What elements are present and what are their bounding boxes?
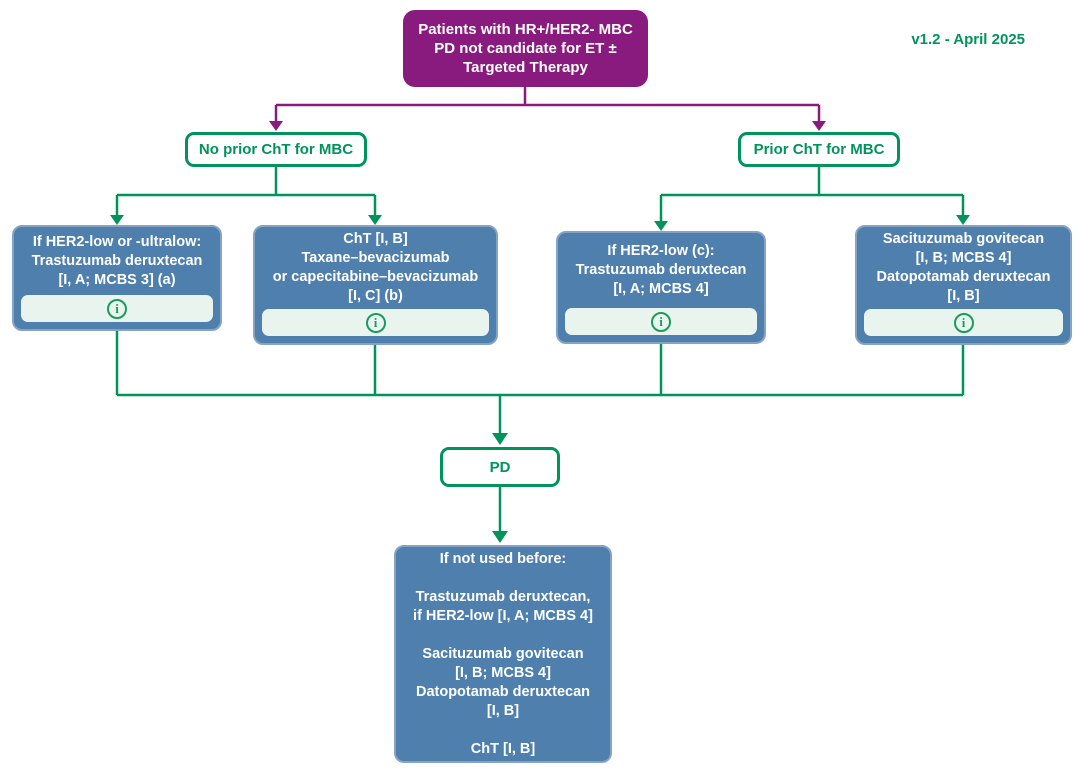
arrow-down-icon bbox=[812, 121, 826, 131]
info-icon: i bbox=[651, 311, 671, 332]
branch-label: No prior ChT for MBC bbox=[198, 141, 354, 158]
arrow-down-icon bbox=[368, 215, 382, 225]
info-button[interactable]: i bbox=[262, 309, 489, 336]
arrow-down-icon bbox=[492, 433, 508, 445]
info-icon: i bbox=[953, 312, 974, 333]
info-icon: i bbox=[365, 312, 386, 333]
arrow-down-icon bbox=[492, 531, 508, 543]
purple-connector bbox=[274, 87, 821, 122]
pd-node: PD bbox=[440, 447, 560, 487]
arrow-down-icon bbox=[269, 121, 283, 131]
arrow-down-icon bbox=[110, 215, 124, 225]
arrow-down-icon bbox=[654, 221, 668, 231]
final-treatment-text: If not used before: Trastuzumab deruxtec… bbox=[413, 550, 593, 757]
treatment-box-trastuzumab-deruxtecan-later-line: If HER2-low (c): Trastuzumab deruxtecan … bbox=[556, 231, 766, 344]
purple-arrowheads bbox=[269, 121, 826, 131]
branch-node-prior-cht: Prior ChT for MBC bbox=[738, 132, 900, 167]
pd-label: PD bbox=[489, 458, 511, 476]
version-label: v1.2 - April 2025 bbox=[911, 31, 1025, 48]
treatment-text: ChT [I, B] Taxane–bevacizumab or capecit… bbox=[272, 231, 479, 304]
green-merge-connector bbox=[115, 331, 965, 532]
green-connector-left bbox=[115, 167, 377, 216]
final-treatment-box: If not used before: Trastuzumab deruxtec… bbox=[394, 545, 612, 763]
info-button[interactable]: i bbox=[21, 295, 213, 322]
root-node: Patients with HR+/HER2- MBC PD not candi… bbox=[403, 10, 648, 87]
treatment-box-trastuzumab-deruxtecan-first-line: If HER2-low or -ultralow: Trastuzumab de… bbox=[12, 225, 222, 331]
treatment-box-sacituzumab-datopotamab: Sacituzumab govitecan [I, B; MCBS 4] Dat… bbox=[855, 225, 1072, 345]
branch-label: Prior ChT for MBC bbox=[753, 141, 885, 158]
root-node-text: Patients with HR+/HER2- MBC PD not candi… bbox=[418, 21, 633, 76]
branch-node-no-prior-cht: No prior ChT for MBC bbox=[185, 132, 367, 167]
treatment-text: Sacituzumab govitecan [I, B; MCBS 4] Dat… bbox=[876, 231, 1051, 304]
treatment-text: If HER2-low or -ultralow: Trastuzumab de… bbox=[31, 233, 203, 288]
info-icon: i bbox=[107, 298, 127, 319]
green-arrowheads bbox=[110, 215, 970, 543]
treatment-box-cht-bevacizumab: ChT [I, B] Taxane–bevacizumab or capecit… bbox=[253, 225, 498, 345]
arrow-down-icon bbox=[956, 215, 970, 225]
treatment-text: If HER2-low (c): Trastuzumab deruxtecan … bbox=[575, 243, 747, 297]
green-connector-right bbox=[659, 167, 965, 221]
info-button[interactable]: i bbox=[565, 308, 757, 335]
info-button[interactable]: i bbox=[864, 309, 1063, 336]
